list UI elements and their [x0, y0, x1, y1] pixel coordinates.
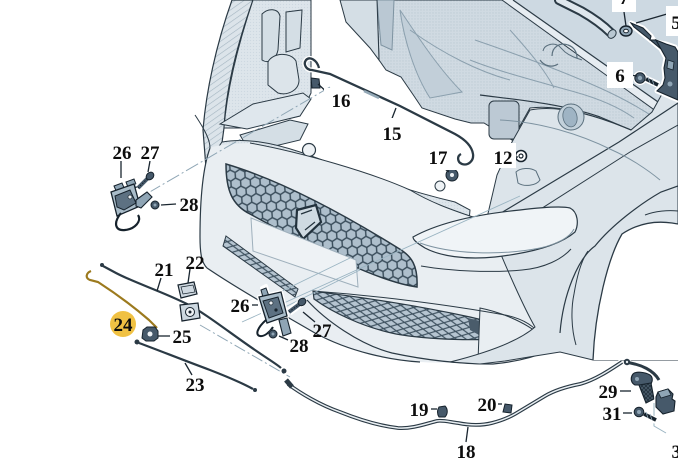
svg-text:23: 23 — [186, 375, 205, 396]
svg-text:17: 17 — [429, 148, 449, 169]
svg-text:15: 15 — [383, 124, 402, 145]
svg-text:16: 16 — [332, 91, 351, 112]
svg-text:26: 26 — [113, 143, 132, 164]
svg-text:29: 29 — [599, 382, 618, 403]
svg-text:18: 18 — [457, 442, 476, 463]
svg-text:19: 19 — [410, 400, 429, 421]
svg-text:20: 20 — [478, 395, 497, 416]
svg-text:28: 28 — [290, 336, 309, 357]
svg-text:28: 28 — [180, 195, 199, 216]
svg-text:12: 12 — [494, 148, 513, 169]
svg-text:22: 22 — [186, 253, 205, 274]
svg-text:21: 21 — [155, 260, 174, 281]
svg-text:31: 31 — [603, 404, 622, 425]
svg-text:25: 25 — [173, 327, 192, 348]
svg-text:6: 6 — [615, 66, 625, 87]
svg-text:27: 27 — [141, 143, 161, 164]
svg-text:24: 24 — [114, 315, 134, 336]
svg-text:7: 7 — [619, 0, 629, 9]
svg-text:27: 27 — [313, 321, 333, 342]
svg-text:30: 30 — [672, 442, 678, 463]
svg-text:5: 5 — [671, 13, 678, 34]
svg-text:26: 26 — [231, 296, 250, 317]
